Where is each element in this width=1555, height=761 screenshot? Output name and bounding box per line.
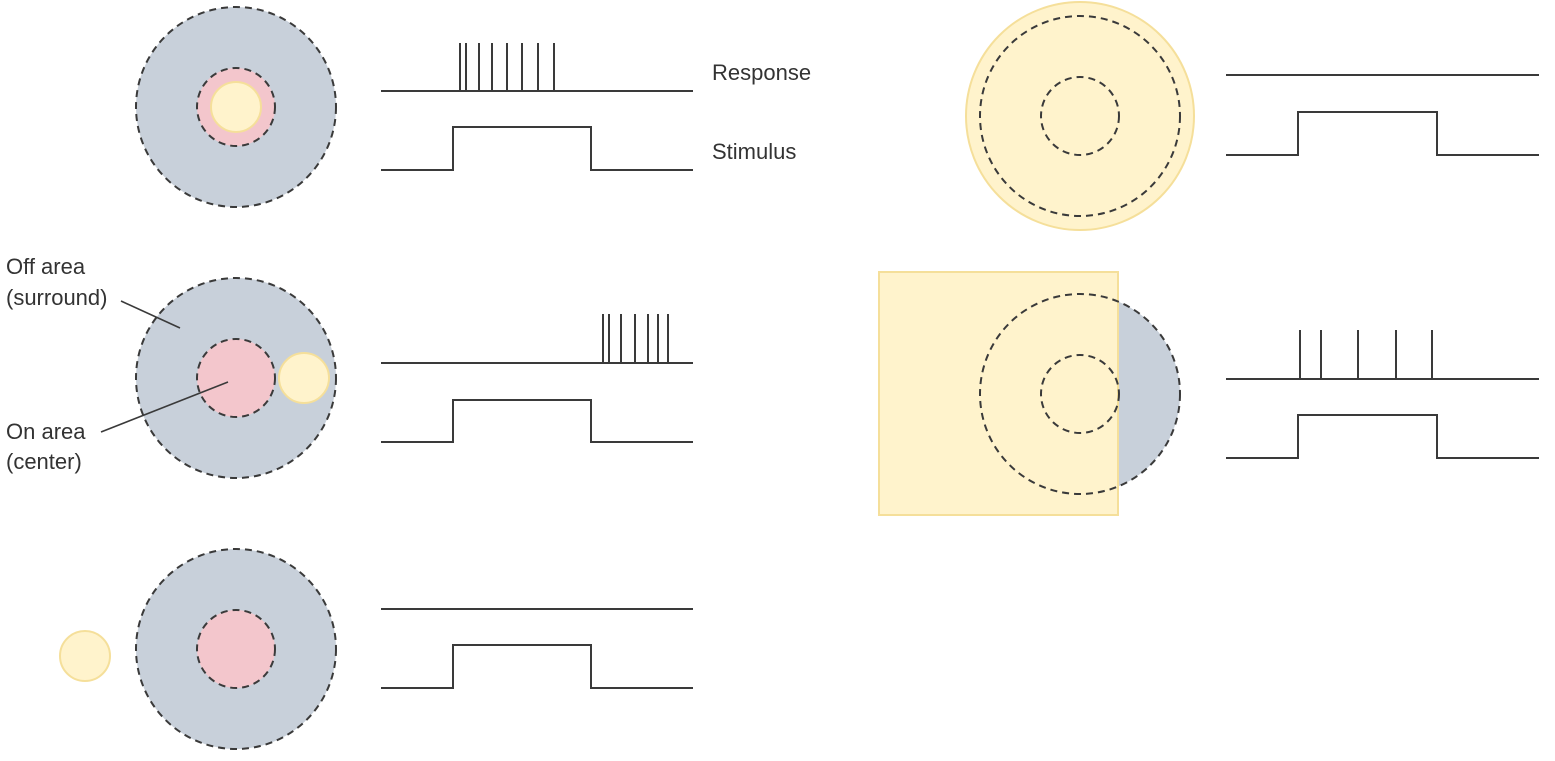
light-spot bbox=[59, 630, 111, 682]
center-boundary bbox=[1040, 76, 1120, 156]
stimulus-trace bbox=[1226, 414, 1539, 459]
off-area-pointer bbox=[120, 300, 181, 329]
surround-boundary bbox=[979, 293, 1181, 495]
off-area-label-line2: (surround) bbox=[6, 285, 107, 310]
surround-boundary bbox=[979, 15, 1181, 217]
on-area-label-line1: On area bbox=[6, 419, 86, 444]
center-on-area bbox=[196, 609, 276, 689]
stimulus-trace bbox=[381, 126, 693, 171]
response-label: Response bbox=[712, 60, 811, 85]
stimulus-trace bbox=[381, 399, 693, 443]
panel-light-outside-field bbox=[59, 548, 693, 750]
spike-layer bbox=[459, 43, 1433, 379]
center-boundary bbox=[1040, 354, 1120, 434]
panel-diffuse-light-whole-field bbox=[965, 1, 1539, 231]
stimulus-trace bbox=[1226, 111, 1539, 156]
off-area-label-line1: Off area bbox=[6, 254, 86, 279]
light-spot bbox=[278, 352, 330, 404]
panel-light-covering-center-and-most-surround bbox=[878, 271, 1539, 516]
center-on-area bbox=[196, 338, 276, 418]
uncovered-surround bbox=[1118, 301, 1180, 487]
on-area-label-line2: (center) bbox=[6, 449, 82, 474]
stimulus-label: Stimulus bbox=[712, 139, 796, 164]
panel-light-in-center: Response Stimulus bbox=[135, 6, 811, 208]
stimulus-trace bbox=[381, 644, 693, 689]
panel-light-in-surround: Off area (surround) On area (center) bbox=[6, 254, 693, 479]
on-area-pointer bbox=[100, 381, 229, 433]
light-rectangle bbox=[878, 271, 1119, 516]
light-field bbox=[965, 1, 1195, 231]
light-spot bbox=[210, 81, 262, 133]
